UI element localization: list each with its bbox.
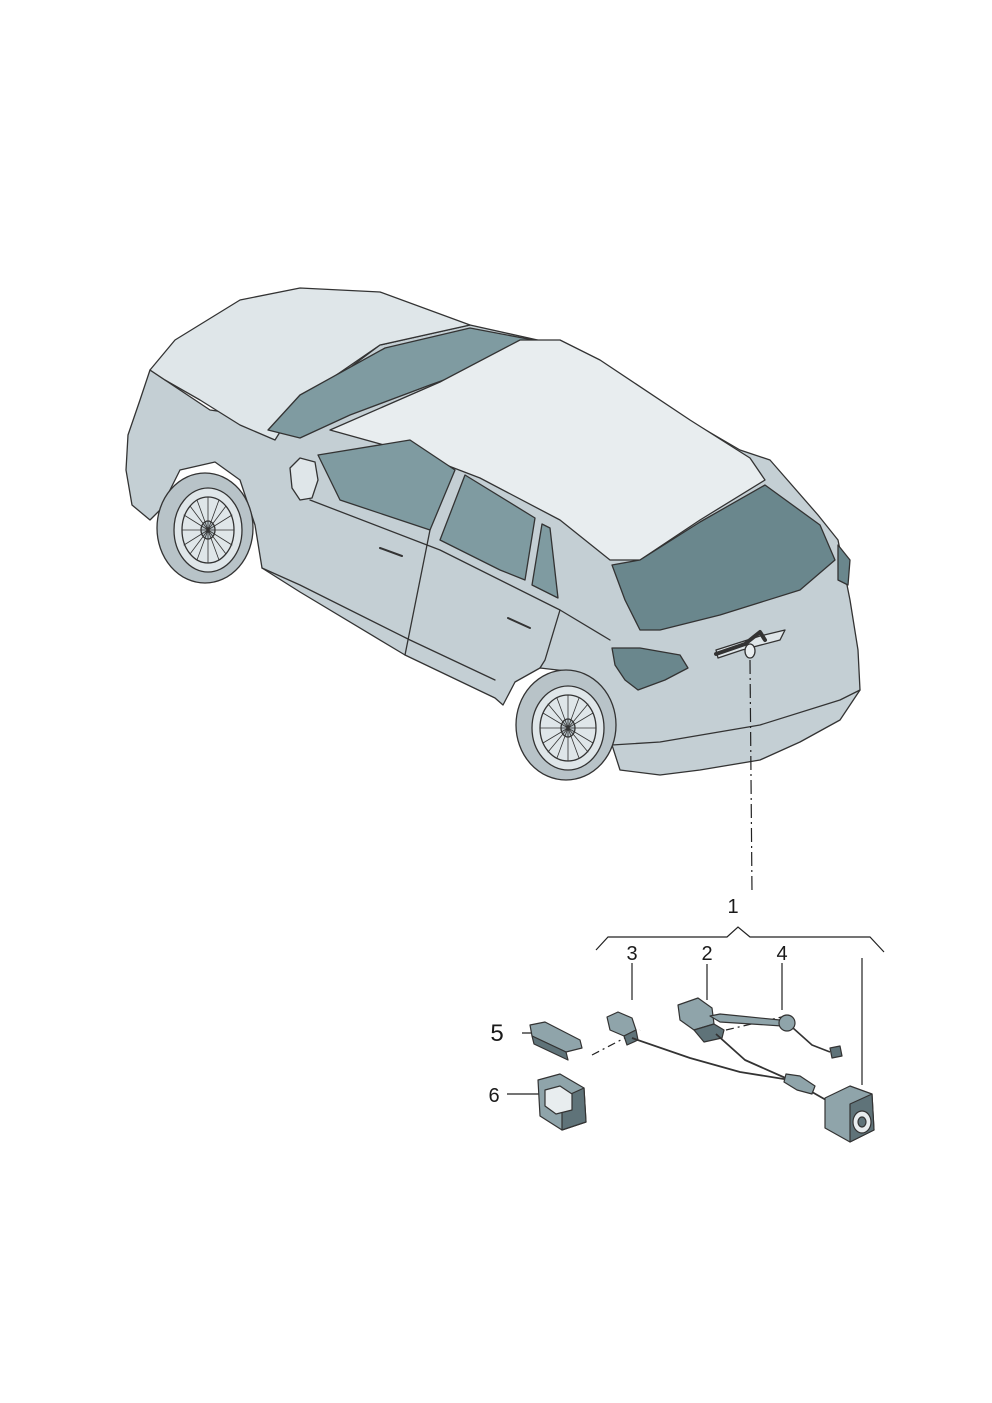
part-1-camera <box>824 1085 875 1143</box>
callout-4: 4 <box>776 943 787 965</box>
cable-to-camera <box>811 1091 827 1101</box>
vehicle-front-wheel <box>156 472 254 584</box>
vehicle-front-door-handle <box>379 547 403 557</box>
part-4-cable-tie <box>709 1013 843 1059</box>
bracket-part-1 <box>595 926 885 953</box>
callout-6: 6 <box>488 1085 499 1107</box>
cable-sleeve <box>783 1073 816 1095</box>
camera-location-leader <box>749 659 753 894</box>
callout-5: 5 <box>490 1020 503 1047</box>
part-6-housing <box>537 1073 587 1131</box>
part-5-bracket <box>529 1021 583 1061</box>
vehicle-roof <box>329 339 766 561</box>
vehicle-sill <box>261 567 496 681</box>
vehicle-quarter-window <box>531 523 559 599</box>
callout-1: 1 <box>727 896 738 918</box>
part-2-plug <box>677 997 791 1081</box>
parts <box>529 997 875 1143</box>
vehicle-front-door-edge <box>404 529 431 656</box>
part-3-connector <box>606 1011 791 1081</box>
vehicle-beltline <box>309 499 611 641</box>
callout-labels: 1 2 3 4 5 6 <box>488 896 787 1107</box>
vehicle-camera-lens <box>744 643 756 659</box>
callout-3: 3 <box>626 943 637 965</box>
vehicle-rear-door-handle <box>507 617 531 629</box>
vehicle-rear-wheel <box>515 669 617 781</box>
vehicle-rear-window <box>611 484 836 631</box>
vehicle-rear-bumper <box>611 689 861 746</box>
vehicle-side-mirror <box>289 457 319 501</box>
vehicle-hood <box>149 287 471 441</box>
vehicle-tail-light <box>611 647 689 691</box>
assembly-dash-line-2 <box>725 1014 791 1031</box>
vehicle-rear-side-window <box>439 474 536 581</box>
vehicle-camera-bracket <box>714 630 767 656</box>
vehicle-illustration <box>125 287 861 781</box>
vehicle-side-marker <box>837 544 851 586</box>
vehicle-rear-door-edge <box>539 609 561 669</box>
callout-2: 2 <box>701 943 712 965</box>
